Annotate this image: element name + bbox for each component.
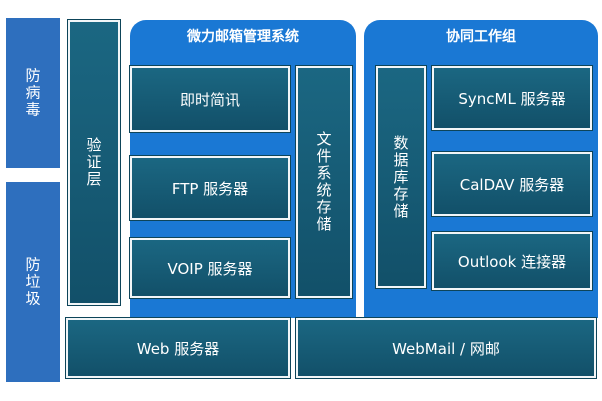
database-storage-box: 数据库存储: [376, 66, 426, 288]
outlook-connector-box: Outlook 连接器: [432, 232, 592, 290]
voip-server-label: VOIP 服务器: [167, 259, 253, 278]
auth-layer: 验证层: [68, 20, 120, 305]
mail-system-title: 微力邮箱管理系统: [187, 29, 299, 45]
ftp-server-box: FTP 服务器: [130, 156, 290, 220]
webmail-box: WebMail / 网邮: [296, 318, 596, 378]
voip-server-box: VOIP 服务器: [130, 238, 290, 298]
outlook-connector-label: Outlook 连接器: [457, 252, 567, 271]
ftp-server-label: FTP 服务器: [171, 179, 249, 198]
syncml-server-box: SyncML 服务器: [432, 66, 592, 130]
webmail-label: WebMail / 网邮: [392, 339, 500, 358]
syncml-server-label: SyncML 服务器: [458, 89, 566, 108]
file-storage-box: 文件系统存储: [296, 66, 352, 298]
database-storage-label: 数据库存储: [391, 134, 410, 220]
instant-message-label: 即时简讯: [179, 90, 240, 109]
caldav-server-box: CalDAV 服务器: [432, 152, 592, 216]
web-server-label: Web 服务器: [136, 339, 220, 358]
antivirus-column: 防病毒: [6, 18, 60, 168]
collab-title: 协同工作组: [446, 29, 516, 45]
antispam-label: 防垃圾: [23, 256, 42, 308]
web-server-box: Web 服务器: [66, 318, 290, 378]
file-storage-label: 文件系统存储: [314, 131, 333, 233]
auth-layer-label: 验证层: [84, 137, 103, 188]
instant-message-box: 即时简讯: [130, 66, 290, 132]
caldav-server-label: CalDAV 服务器: [459, 175, 565, 194]
antivirus-label: 防病毒: [23, 67, 42, 119]
antispam-column: 防垃圾: [6, 182, 60, 382]
